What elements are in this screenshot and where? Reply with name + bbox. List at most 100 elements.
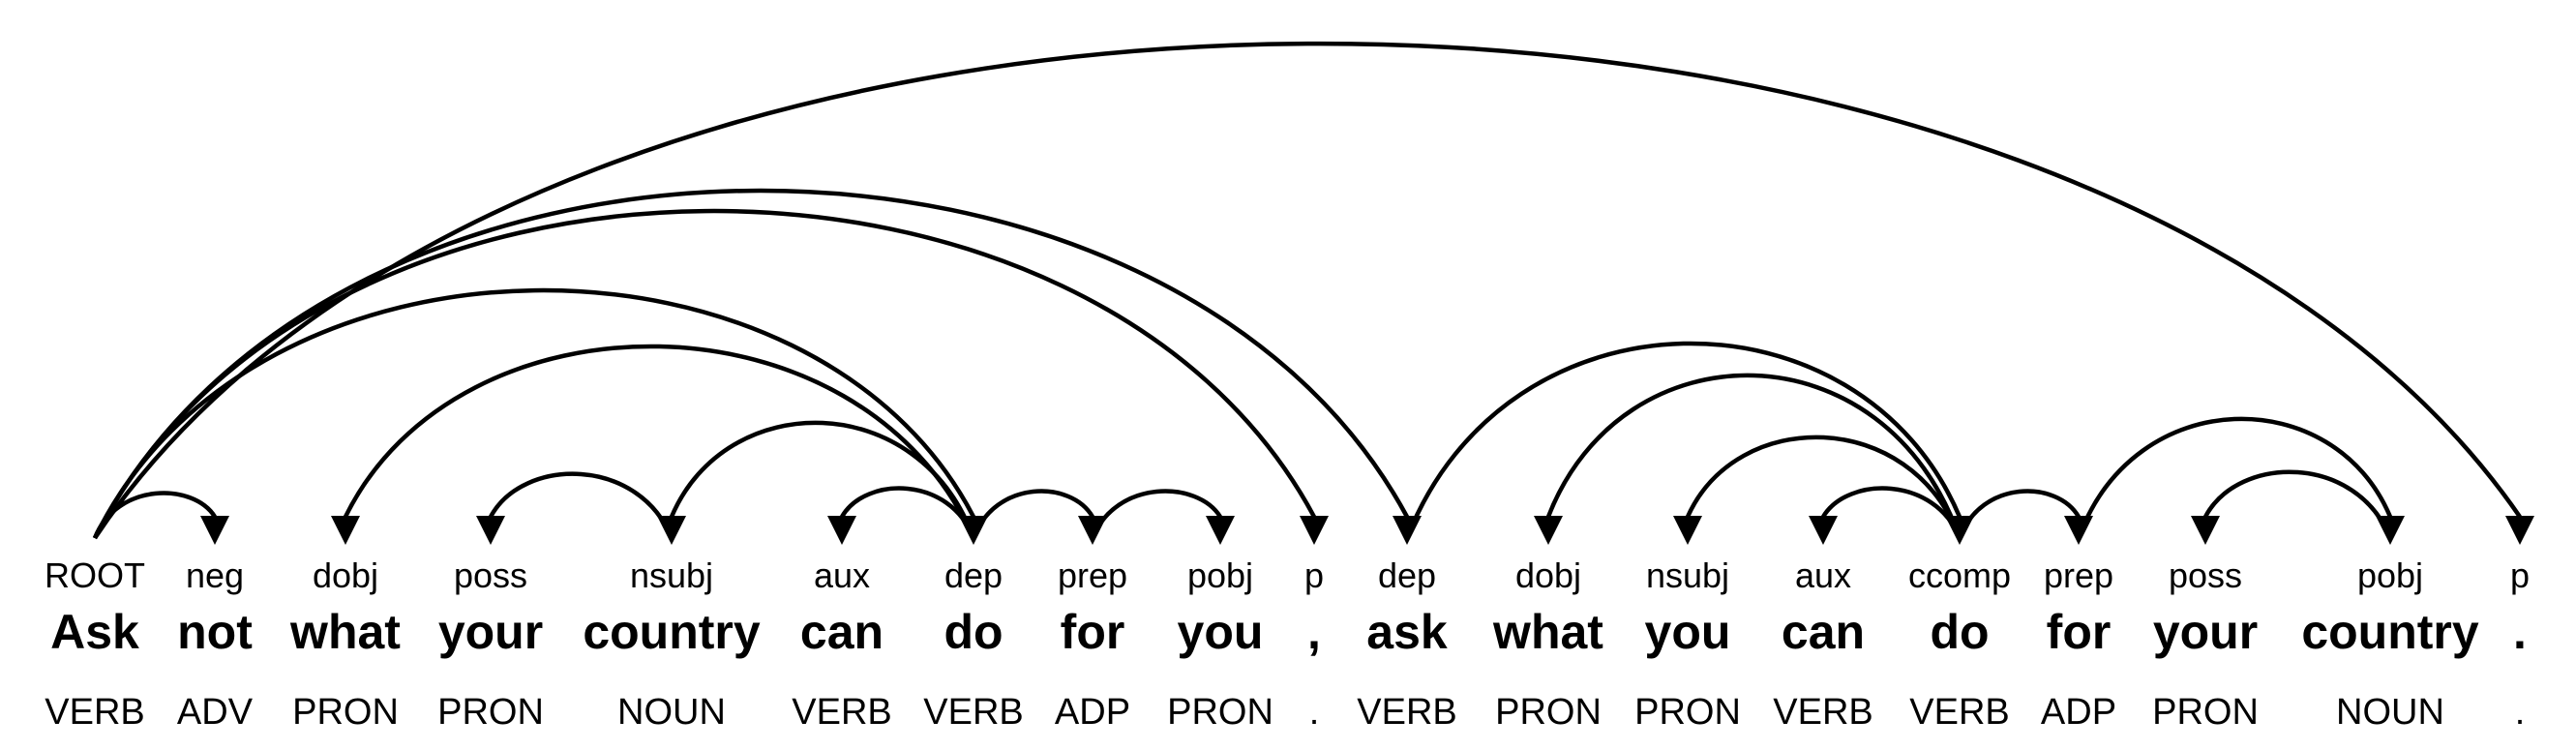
token-text: country (2301, 605, 2479, 659)
token-text: can (800, 605, 884, 659)
pos-tag: VERB (1357, 692, 1456, 733)
dependency-label: prep (1058, 555, 1127, 595)
dependency-arc-ccomp (1404, 341, 1962, 539)
dependency-arc-prep (971, 489, 1094, 539)
dependency-arc-poss (2203, 469, 2393, 539)
dependency-arc-pobj (1090, 489, 1222, 539)
token-text: not (177, 605, 253, 659)
token-text: ask (1366, 605, 1448, 659)
pos-tag: PRON (1167, 692, 1273, 733)
arc-arrowhead (200, 516, 229, 545)
arc-arrowhead (1393, 516, 1422, 545)
dependency-label: ROOT (45, 555, 145, 595)
pos-tag: PRON (1634, 692, 1741, 733)
token-text: what (289, 605, 401, 659)
arc-arrowhead (476, 516, 505, 545)
arc-arrowhead (1206, 516, 1235, 545)
pos-tag: PRON (1495, 692, 1602, 733)
dependency-label: dobj (1515, 555, 1581, 595)
token-text: you (1645, 605, 1731, 659)
arc-arrowhead (1809, 516, 1838, 545)
dependency-label: aux (814, 555, 870, 595)
token-column: p.. (2510, 555, 2530, 733)
token-text: for (2047, 605, 2112, 659)
dependency-label: ccomp (1908, 555, 2011, 595)
pos-tag: . (1309, 692, 1320, 733)
token-text: country (583, 605, 761, 659)
dependency-label: neg (186, 555, 244, 595)
dependency-arc-prep (1957, 489, 2081, 539)
token-column: p,. (1304, 555, 1324, 733)
token-text: Ask (50, 605, 139, 659)
token-text: do (1930, 605, 1989, 659)
dependency-arc-poss (489, 471, 674, 539)
dependency-label: prep (2044, 555, 2113, 595)
dependency-label: poss (454, 555, 527, 595)
dependency-label: pobj (1187, 555, 1253, 595)
pos-tag: VERB (923, 692, 1023, 733)
arc-arrowhead (2505, 516, 2534, 545)
token-text: what (1492, 605, 1603, 659)
arc-arrowhead (2064, 516, 2093, 545)
token-text: do (944, 605, 1003, 659)
dependency-arc-p (92, 208, 1316, 540)
token-text: for (1061, 605, 1125, 659)
dependency-label: p (2510, 555, 2530, 595)
arc-arrowhead (2191, 516, 2220, 545)
arc-arrowhead (1534, 516, 1563, 545)
pos-tag: VERB (1909, 692, 2009, 733)
dependency-label: dep (944, 555, 1003, 595)
pos-tag: ADP (2041, 692, 2116, 733)
dependency-arc-dep (92, 287, 975, 539)
arcs-layer (92, 41, 2534, 545)
pos-tag: PRON (437, 692, 544, 733)
pos-tag: NOUN (2336, 692, 2444, 733)
arc-arrowhead (331, 516, 360, 545)
dependency-label: aux (1795, 555, 1851, 595)
dependency-arc-dep (93, 188, 1409, 540)
pos-tag: . (2515, 692, 2526, 733)
arc-arrowhead (1673, 516, 1702, 545)
dependency-label: p (1304, 555, 1324, 595)
pos-tag: NOUN (617, 692, 726, 733)
pos-tag: VERB (45, 692, 144, 733)
dependency-arc-nsubj (1685, 435, 1962, 539)
token-text: you (1178, 605, 1264, 659)
dependency-label: dobj (313, 555, 378, 595)
pos-tag: ADP (1055, 692, 1130, 733)
dependency-arc-pobj (2076, 416, 2393, 539)
dependency-label: pobj (2357, 555, 2423, 595)
token-text: , (1307, 605, 1321, 659)
pos-tag: ADV (177, 692, 254, 733)
pos-tag: VERB (1773, 692, 1872, 733)
dependency-arc-dobj (343, 344, 976, 539)
token-text: your (2153, 605, 2258, 659)
arc-arrowhead (827, 516, 856, 545)
pos-tag: PRON (292, 692, 399, 733)
dependency-arc-p (93, 41, 2522, 540)
dependency-arc-dobj (1545, 373, 1962, 539)
token-text: your (438, 605, 543, 659)
arc-arrowhead (2376, 516, 2405, 545)
token-text: can (1782, 605, 1865, 659)
dependency-label: poss (2169, 555, 2242, 595)
